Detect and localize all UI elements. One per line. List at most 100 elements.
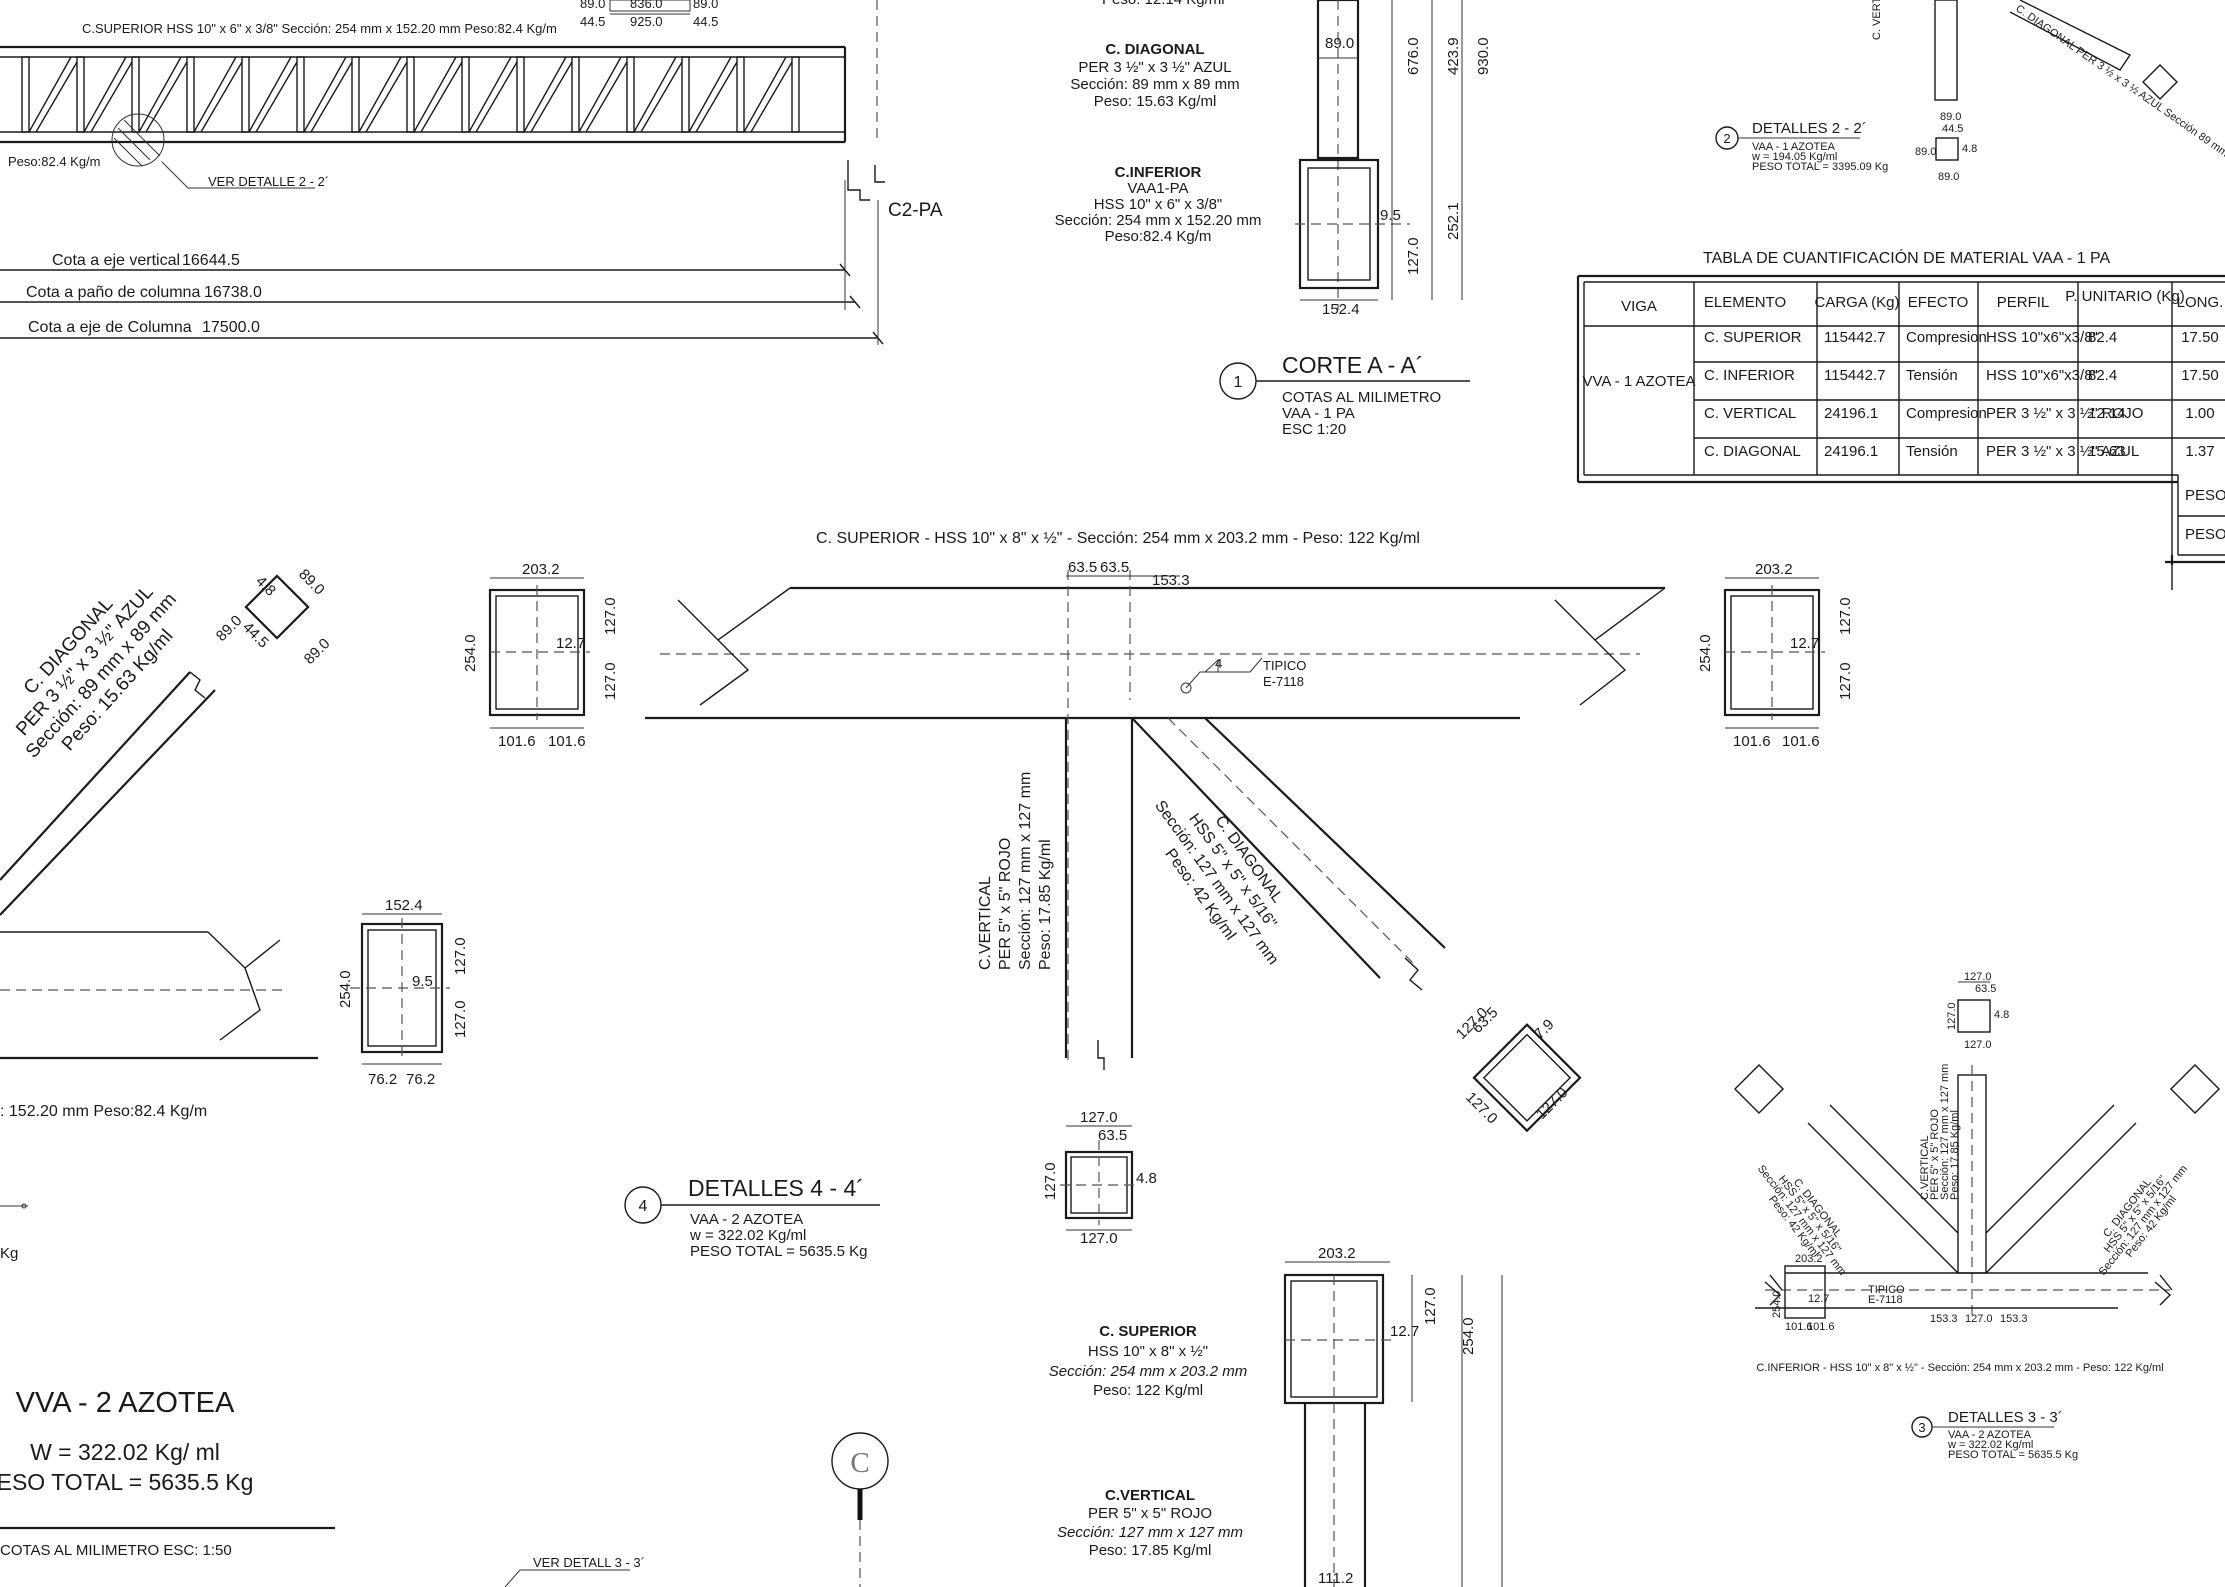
corte-dim-676: 676.0 xyxy=(1405,37,1422,75)
corte-inf-peso: Peso:82.4 Kg/m xyxy=(1105,228,1212,245)
table-cell-unitario: 82.4 xyxy=(2088,367,2117,384)
truss-vertical xyxy=(791,56,800,133)
d3-dim-127c: 127.0 xyxy=(1964,1039,1992,1051)
cota-3-label: Cota a eje de Columna xyxy=(28,319,192,336)
d4-title: DETALLES 4 - 4´ xyxy=(688,1175,864,1201)
d2-dim-89-b: 89.0 xyxy=(1915,146,1936,158)
d4-diag-axis xyxy=(1167,717,1416,966)
d3-d-153a: 153.3 xyxy=(1930,1313,1958,1325)
d4-top-label: C. SUPERIOR - HSS 10" x 8" x ½" - Secció… xyxy=(816,530,1420,547)
d4-sr-127a: 127.0 xyxy=(1837,597,1854,635)
ld-diag-line-1 xyxy=(0,671,191,881)
d4-sub2: w = 322.02 Kg/ml xyxy=(689,1227,806,1244)
d4-sr-101b: 101.6 xyxy=(1782,733,1820,750)
ld-sec-152: 152.4 xyxy=(385,897,423,914)
d4-vl-0: C.VERTICAL xyxy=(977,876,994,970)
ld-sec-76b: 76.2 xyxy=(406,1071,435,1088)
bs-sup-seccion: Sección: 254 mm x 203.2 mm xyxy=(1049,1363,1247,1380)
table-cell-carga: 115442.7 xyxy=(1824,367,1885,384)
detalle-3-3: 127.0 63.5 127.0 4.8 127.0 C.VERTICAL PE… xyxy=(1733,971,2221,1461)
d4-ss-63: 63.5 xyxy=(1098,1127,1127,1144)
peso-left: Peso:82.4 Kg/m xyxy=(8,154,101,169)
table-cell-long: 1.37 xyxy=(2185,443,2214,460)
truss-vertical xyxy=(681,56,690,133)
bs-sup-peso: Peso: 122 Kg/ml xyxy=(1093,1382,1203,1399)
top-truss-elevation: C.SUPERIOR HSS 10" x 6" x 3/8" Sección: … xyxy=(0,0,943,345)
d4-break-left xyxy=(677,587,791,706)
material-table: TABLA DE CUANTIFICACIÓN DE MATERIAL VAA … xyxy=(1576,248,2225,590)
d4-sl-203: 203.2 xyxy=(522,561,560,578)
d4-sl-12: 12.7 xyxy=(556,635,585,652)
truss-diagonal xyxy=(688,56,738,133)
th-perfil: PERFIL xyxy=(1997,294,2050,311)
d3-vl-2: Sección: 127 mm x 127 mm xyxy=(1939,1064,1951,1200)
d4-weld-size: 4 xyxy=(1215,656,1222,671)
cota-1-value: 16644.5 xyxy=(182,252,240,269)
corte-dim-930: 930.0 xyxy=(1475,37,1492,75)
bs-vert-title: C.VERTICAL xyxy=(1105,1487,1195,1504)
d2-dim-89-c: 89.0 xyxy=(1938,171,1959,183)
table-cell-perfil: HSS 10"x6"x3/8" xyxy=(1986,329,2098,346)
corte-inf-title: C.INFERIOR xyxy=(1115,164,1202,181)
d4-weld-triangle xyxy=(1204,658,1219,673)
bs-dim-111: 111.2 xyxy=(1318,1570,1353,1587)
table-cell-carga: 24196.1 xyxy=(1824,405,1878,422)
table-title: TABLA DE CUANTIFICACIÓN DE MATERIAL VAA … xyxy=(1703,248,2111,267)
truss-diagonal xyxy=(193,56,243,133)
th-unitario: P. UNITARIO (Kg) xyxy=(2065,288,2184,305)
table-cell-efecto: Tensión xyxy=(1906,367,1958,384)
bs-dim-127: 127.0 xyxy=(1422,1287,1439,1325)
corte-sub2: VAA - 1 PA xyxy=(1282,405,1355,422)
ld-sec-254: 254.0 xyxy=(337,970,354,1008)
table-cell-perfil: HSS 10"x6"x3/8" xyxy=(1986,367,2098,384)
truss-vertical xyxy=(571,56,580,133)
truss-vertical xyxy=(736,56,745,133)
d3-diag-left-1 xyxy=(1807,1122,1959,1274)
d4-sr-254: 254.0 xyxy=(1697,634,1714,672)
d4-vertical-label: C.VERTICAL PER 5" x 5" ROJO Sección: 127… xyxy=(977,772,1054,970)
truss-diagonal xyxy=(138,56,188,133)
d4-sr-203: 203.2 xyxy=(1755,561,1793,578)
corte-sub3: ESC 1:20 xyxy=(1282,421,1346,438)
table-cell-unitario: 82.4 xyxy=(2088,329,2117,346)
table-cell-efecto: Tensión xyxy=(1906,443,1958,460)
d4-diag-square-outer xyxy=(1472,1023,1582,1133)
corte-vertical-member xyxy=(1316,0,1360,160)
d4-sub1: VAA - 2 AZOTEA xyxy=(690,1211,803,1228)
d2-callout-number: 2 xyxy=(1723,131,1730,146)
dim-44-a: 44.5 xyxy=(580,14,605,29)
d2-title: DETALLES 2 - 2´ xyxy=(1752,120,1867,137)
table-cell-perfil: PER 3 ½" x 3 ½" ROJO xyxy=(1986,405,2143,422)
ld-sec-127b: 127.0 xyxy=(452,1000,469,1038)
d4-weld-note1: TIPICO xyxy=(1263,658,1306,673)
truss-diagonal xyxy=(468,56,518,133)
corte-dim-152: 152.4 xyxy=(1322,301,1360,318)
ld-sec-9-5: 9.5 xyxy=(412,973,433,990)
corte-dim-252: 252.1 xyxy=(1445,202,1462,240)
leader-ver-detalle xyxy=(161,161,315,189)
d3-sec-101a: 101.6 xyxy=(1785,1321,1813,1333)
ld-sq-89a: 89.0 xyxy=(295,566,328,599)
corte-inf-perfil: HSS 10" x 6" x 3/8" xyxy=(1094,196,1223,213)
d4-sl-254: 254.0 xyxy=(462,634,479,672)
d2-small-square xyxy=(1935,137,1959,161)
corte-diag-title: C. DIAGONAL xyxy=(1105,41,1204,58)
table-cell-perfil: PER 3 ½" x 3 ½" AZUL xyxy=(1986,443,2139,460)
corte-sub1: COTAS AL MILIMETRO xyxy=(1282,389,1441,406)
truss-diagonal xyxy=(248,56,298,133)
d3-d-label-right: C. DIAGONAL HSS 5" x 5" x 5/16" Sección:… xyxy=(2097,1163,2190,1278)
d3-dim-127b: 127.0 xyxy=(1946,1002,1958,1030)
d4-weld-leader xyxy=(1185,657,1263,689)
d4-ss-127a: 127.0 xyxy=(1080,1109,1118,1126)
d3-break-right xyxy=(2154,1274,2173,1306)
cota-3-value: 17500.0 xyxy=(202,319,260,336)
d3-diag-left-2 xyxy=(1829,1104,1959,1234)
d4-ss-127b: 127.0 xyxy=(1042,1162,1059,1200)
d3-diag-square-right xyxy=(2169,1063,2221,1115)
corte-dim-9-5: 9.5 xyxy=(1380,207,1401,224)
grid-label-c: C xyxy=(850,1447,869,1479)
d3-diag-square-left xyxy=(1733,1063,1785,1115)
truss-vertical xyxy=(626,56,635,133)
